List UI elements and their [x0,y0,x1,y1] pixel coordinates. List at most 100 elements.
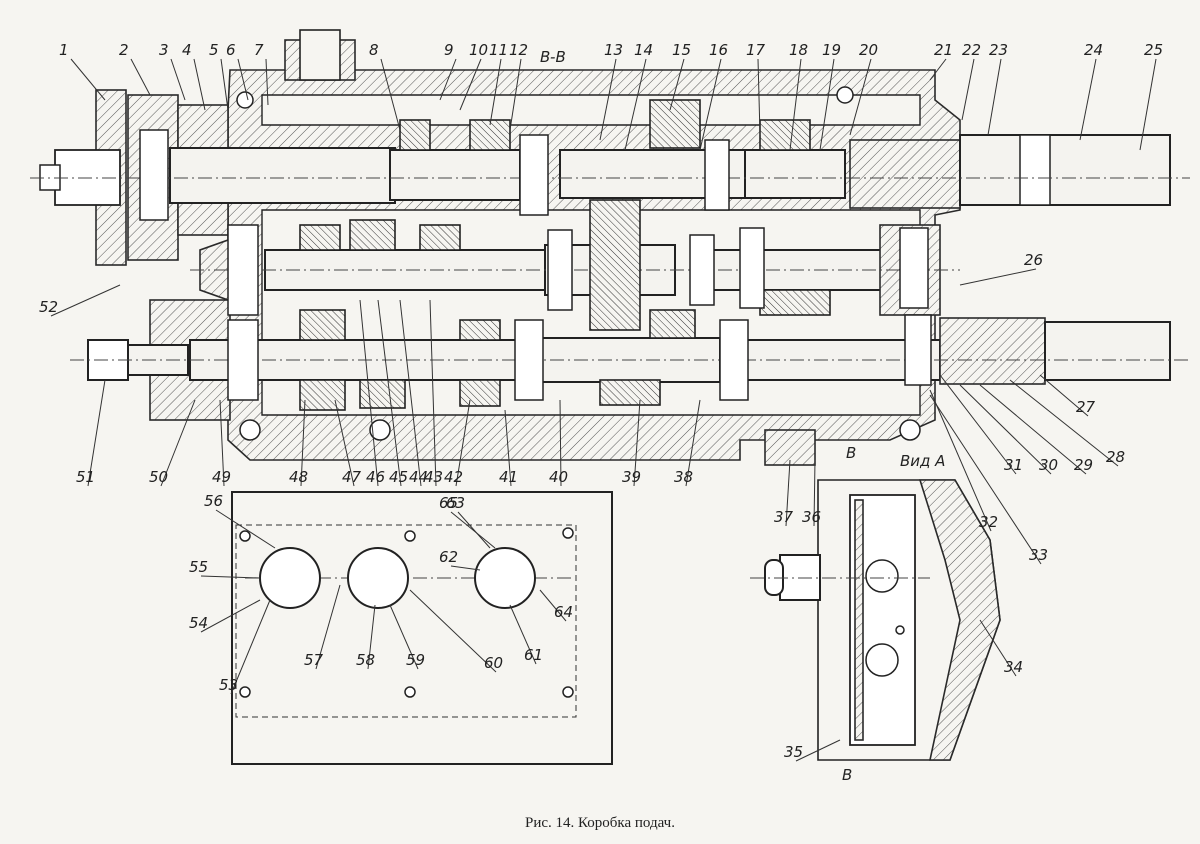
callout-leader [130,58,151,96]
callout-label: 18 [789,41,808,59]
callout-label: 58 [356,651,375,669]
callout-leader [624,58,647,151]
callout-label: 63 [446,494,465,512]
callout-label: 10 [469,41,488,59]
callout-leader [559,399,562,487]
bearings [139,129,932,401]
callout-leader [380,58,401,131]
callout-label: 64 [554,603,573,621]
callout-label: 50 [149,468,168,486]
callout-leader [315,584,341,670]
callout-leader [367,604,376,670]
callout-leader [961,58,975,121]
housing-bolts [236,86,921,441]
callout-leader [193,58,206,111]
callout-label: 27 [1076,398,1096,416]
callout-label: 3 [159,41,169,59]
callout-label: 43 [424,468,443,486]
callout-label: 22 [962,41,981,59]
callout-leader [929,394,1042,565]
callout-label: 19 [822,41,841,59]
callout-leader [1039,374,1089,417]
callout-label: 33 [1029,546,1048,564]
callout-label: 51 [76,468,95,486]
callout-label: 40 [549,468,568,486]
view-arrow-label-top: B [846,444,856,462]
control-panel-view [231,491,613,765]
callout-leader [669,58,685,111]
callout-leader [819,58,835,151]
callout-leader [409,589,497,673]
callout-label: 48 [289,468,308,486]
callout-leader [959,384,1052,475]
callout-leader [795,739,841,762]
callout-leader [685,399,701,487]
callout-label: 54 [189,614,208,632]
section-label: B-B [540,48,566,66]
callout-leader [389,604,419,670]
view-a-detail [750,479,1001,761]
callout-label: 44 [409,468,428,486]
callout-leader [219,399,225,487]
callout-label: 47 [342,468,362,486]
callout-label: 65 [439,494,458,512]
callout-label: 21 [934,41,953,59]
callout-leader [979,384,1087,475]
callout-label: 41 [499,468,518,486]
callout-leader [200,599,261,633]
callout-leader [300,399,306,487]
drain-boss [764,429,816,466]
callout-leader [929,389,992,532]
callout-label: 42 [444,468,463,486]
view-arrow-label-bottom: B [842,766,852,784]
callout-label: 1 [59,41,69,59]
callout-leader [509,604,537,665]
lower-shaft [70,317,1190,385]
callout-label: 25 [1144,41,1163,59]
callout-label: 8 [369,41,379,59]
callout-leader [399,299,422,487]
callout-leader [457,511,491,549]
callout-leader [70,58,106,101]
callout-label: 37 [774,508,794,526]
callout-leader [539,589,567,622]
callout-label: 34 [1004,658,1023,676]
callout-leader [757,58,761,136]
callout-label: 35 [784,743,803,761]
callout-label: 56 [204,492,223,510]
callout-leader [455,399,471,487]
callout-leader [170,58,186,101]
callout-leader [459,58,482,111]
callout-label: 36 [802,508,821,526]
callout-label: 15 [672,41,691,59]
callout-label: 59 [406,651,425,669]
callout-leader [265,58,269,106]
callout-leader [633,399,641,487]
callout-leader [450,565,481,571]
callout-leader [489,58,502,126]
callout-label: 24 [1084,41,1103,59]
callout-leader [959,268,1037,286]
callout-label: 45 [389,468,408,486]
callout-leader [699,58,722,151]
callout-label: 57 [304,651,324,669]
callout-leader [215,509,276,549]
callout-leader [1009,379,1119,467]
callout-leader [200,575,261,579]
callout-label: 17 [746,41,766,59]
callout-leader [509,58,522,131]
callout-label: 30 [1039,456,1058,474]
callout-label: 5 [209,41,219,59]
callout-label: 53 [219,676,238,694]
callout-leader [359,299,379,487]
callout-leader [334,399,355,487]
upper-shaft [30,134,1190,209]
callout-label: 4 [182,41,192,59]
callout-label: 31 [1004,456,1023,474]
callout-label: 29 [1074,456,1093,474]
callout-label: 49 [212,468,231,486]
callout-label: 28 [1106,448,1125,466]
callout-leader [429,299,437,487]
